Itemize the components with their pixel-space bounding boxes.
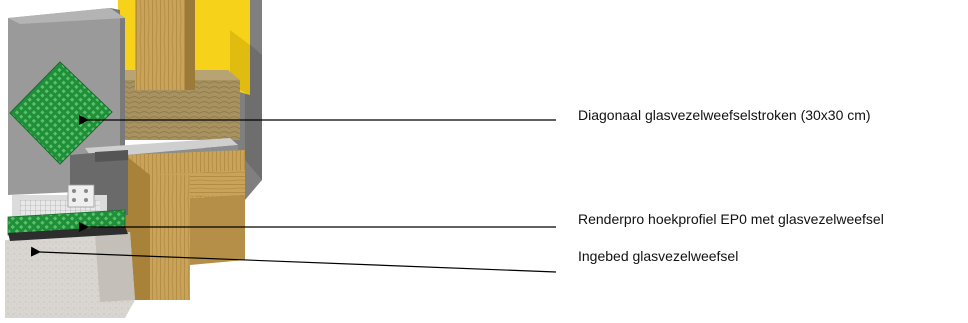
window-frame <box>125 150 245 300</box>
diagonal-mesh-strip <box>9 61 113 165</box>
concrete-base <box>5 232 135 318</box>
leader-embedded-mesh <box>30 246 557 273</box>
label-embedded-mesh: Ingebed glasvezelweefsel <box>578 248 739 264</box>
label-mesh-strip: Diagonaal glasvezelweefselstroken (30x30… <box>578 107 871 123</box>
corner-profile <box>12 184 107 217</box>
leader-lines <box>30 115 557 273</box>
label-corner-profile: Renderpro hoekprofiel EP0 met glasvezelw… <box>578 211 884 227</box>
mesh-band <box>7 209 128 241</box>
timber-post-top <box>135 0 195 90</box>
